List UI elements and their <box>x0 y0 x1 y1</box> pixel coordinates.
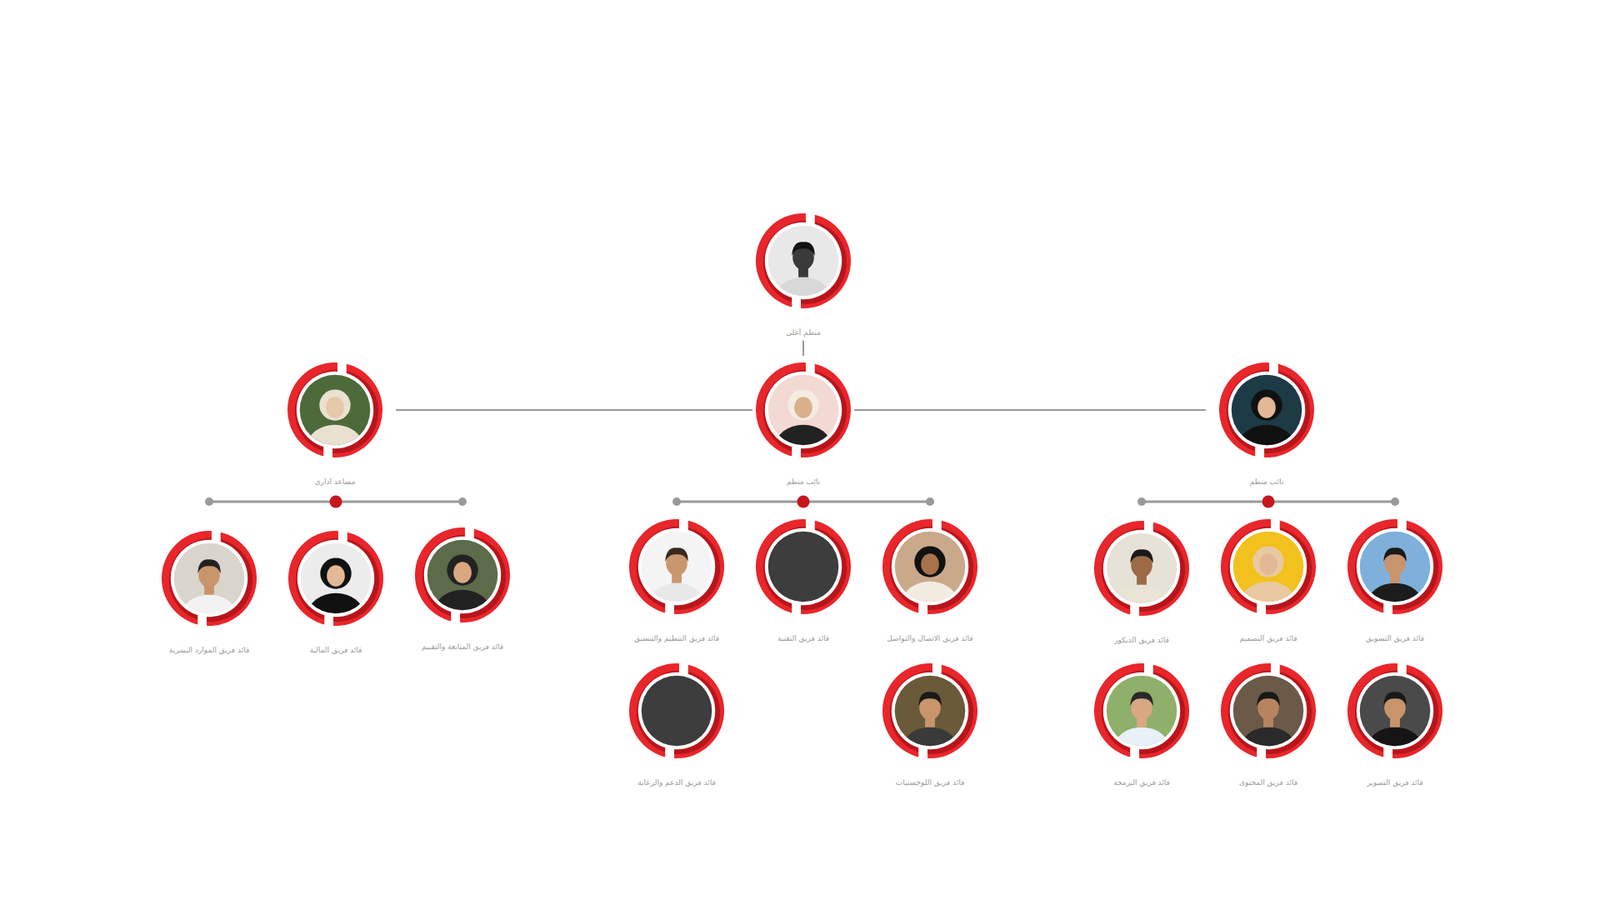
role-label: قائد فريق المحتوى <box>1239 778 1298 788</box>
org-member: قائد فريق اللوجستيات <box>880 661 980 788</box>
connector <box>802 340 805 356</box>
avatar-ring <box>1219 661 1318 760</box>
role-label: منظم أعلى <box>785 328 821 338</box>
avatar-ring <box>1092 519 1191 618</box>
avatar-ring <box>1092 661 1191 760</box>
org-member: قائد فريق التنظيم والتنسيق <box>627 517 726 644</box>
org-member: قائد فريق الدعم والرعاية <box>627 661 726 788</box>
role-label: قائد فريق الدعم والرعاية <box>637 778 715 788</box>
connector <box>395 409 753 411</box>
role-label: قائد فريق التقنية <box>777 634 830 644</box>
role-label: قائد فريق التصميم <box>1240 634 1298 644</box>
avatar-ring <box>413 525 512 625</box>
role-label: قائد فريق التصوير <box>1366 778 1423 788</box>
role-label: قائد فريق التسويق <box>1365 634 1425 644</box>
avatar-ring <box>285 360 385 460</box>
avatar-ring <box>1345 517 1445 616</box>
role-label: نائب منظم <box>1250 477 1284 487</box>
avatar-ring <box>160 529 259 628</box>
avatar-ring <box>754 360 853 460</box>
avatar-ring <box>1219 517 1318 616</box>
right-bar <box>1137 495 1400 509</box>
org-member: قائد فريق المتابعة والتقييم <box>413 525 512 652</box>
role-label: قائد فريق الموارد البشرية <box>169 645 250 655</box>
role-label: قائد فريق المتابعة والتقييم <box>421 642 504 652</box>
org-member: نائب منظم <box>1217 360 1316 487</box>
org-member: نائب منظم <box>754 360 853 487</box>
org-member: قائد فريق المالية <box>286 529 385 655</box>
avatar-ring <box>627 517 726 616</box>
avatar-ring <box>286 529 385 628</box>
org-member: مساعد اداري <box>285 360 385 487</box>
org-member: منظم أعلى <box>754 211 853 338</box>
org-member: قائد فريق التقنية <box>754 517 853 644</box>
avatar-ring <box>1345 661 1445 760</box>
role-label: قائد فريق التنظيم والتنسيق <box>634 634 720 644</box>
avatar-ring <box>627 661 726 760</box>
role-label: قائد فريق الديكور <box>1114 635 1170 645</box>
org-member: قائد فريق البرمجة <box>1092 661 1191 788</box>
role-label: نائب منظم <box>786 477 820 487</box>
org-member: قائد فريق التصوير <box>1345 661 1445 788</box>
center-bar <box>672 495 935 509</box>
role-label: قائد فريق المالية <box>310 645 363 655</box>
avatar-ring <box>1217 360 1316 460</box>
avatar-ring <box>754 211 853 310</box>
org-member: قائد فريق الاتصال والتواصل <box>880 517 980 644</box>
avatar-ring <box>880 517 980 616</box>
org-member: قائد فريق الديكور <box>1092 519 1191 645</box>
org-member: قائد فريق الموارد البشرية <box>160 529 259 655</box>
org-member: قائد فريق المحتوى <box>1219 661 1318 788</box>
role-label: مساعد اداري <box>315 477 356 487</box>
avatar-ring <box>880 661 980 760</box>
left-bar <box>205 495 467 509</box>
role-label: قائد فريق البرمجة <box>1113 778 1170 788</box>
role-label: قائد فريق اللوجستيات <box>895 778 965 788</box>
role-label: قائد فريق الاتصال والتواصل <box>886 634 973 644</box>
connector <box>854 409 1206 411</box>
avatar-ring <box>754 517 853 616</box>
org-member: قائد فريق التصميم <box>1219 517 1318 644</box>
org-member: قائد فريق التسويق <box>1345 517 1445 644</box>
